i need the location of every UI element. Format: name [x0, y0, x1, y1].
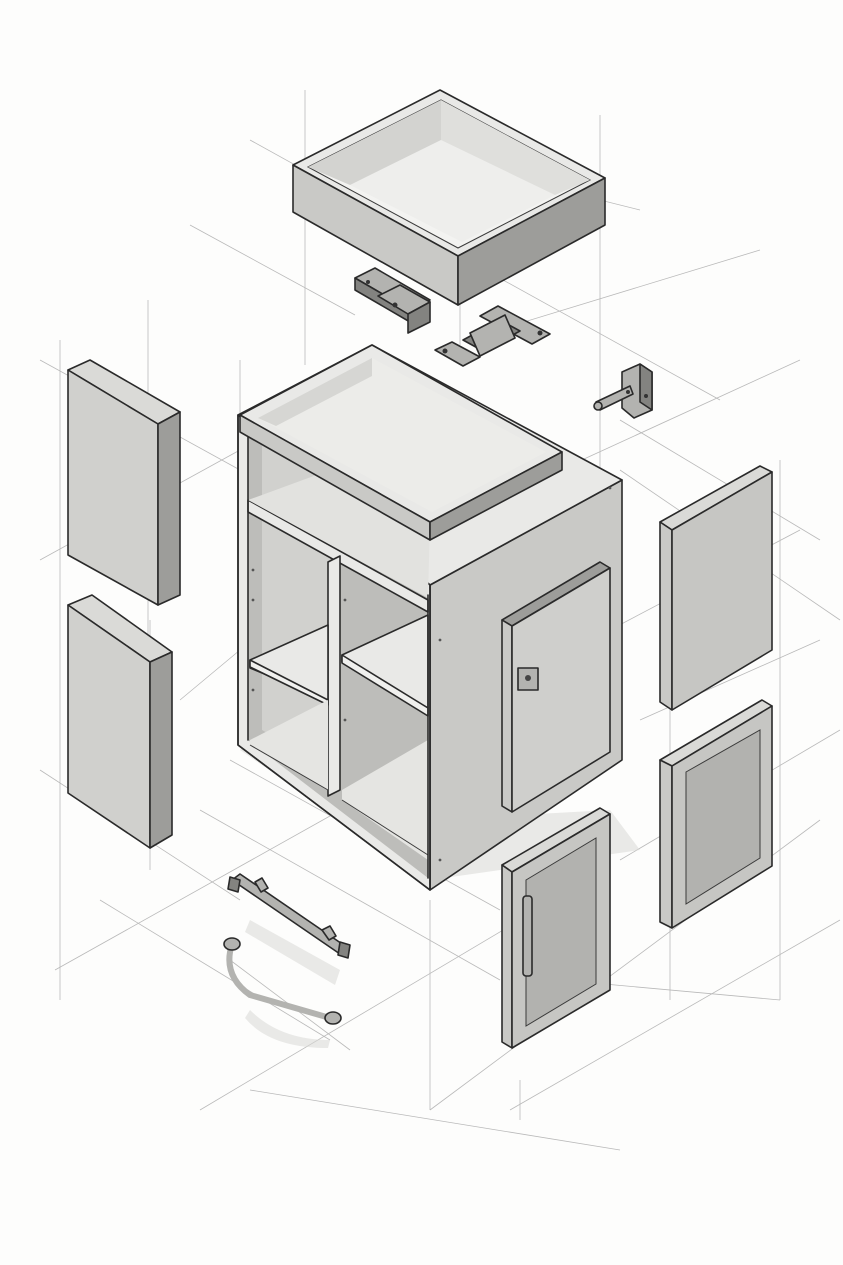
straight-bar-handle: [227, 873, 351, 985]
drawer-slide-right: [434, 305, 551, 367]
side-panel-upper-left: [67, 359, 181, 606]
framed-door-right: [659, 699, 773, 929]
drawer-slide-left: [354, 267, 431, 334]
hinge: [593, 363, 653, 419]
curved-handle: [223, 937, 342, 1048]
side-panel-lower-left: [67, 594, 173, 849]
top-tray: [239, 344, 563, 541]
cabinet-side-door: [501, 561, 611, 813]
drawer-box: [292, 89, 606, 306]
side-panel-upper-right: [659, 465, 773, 711]
door-with-handle: [501, 807, 611, 1049]
